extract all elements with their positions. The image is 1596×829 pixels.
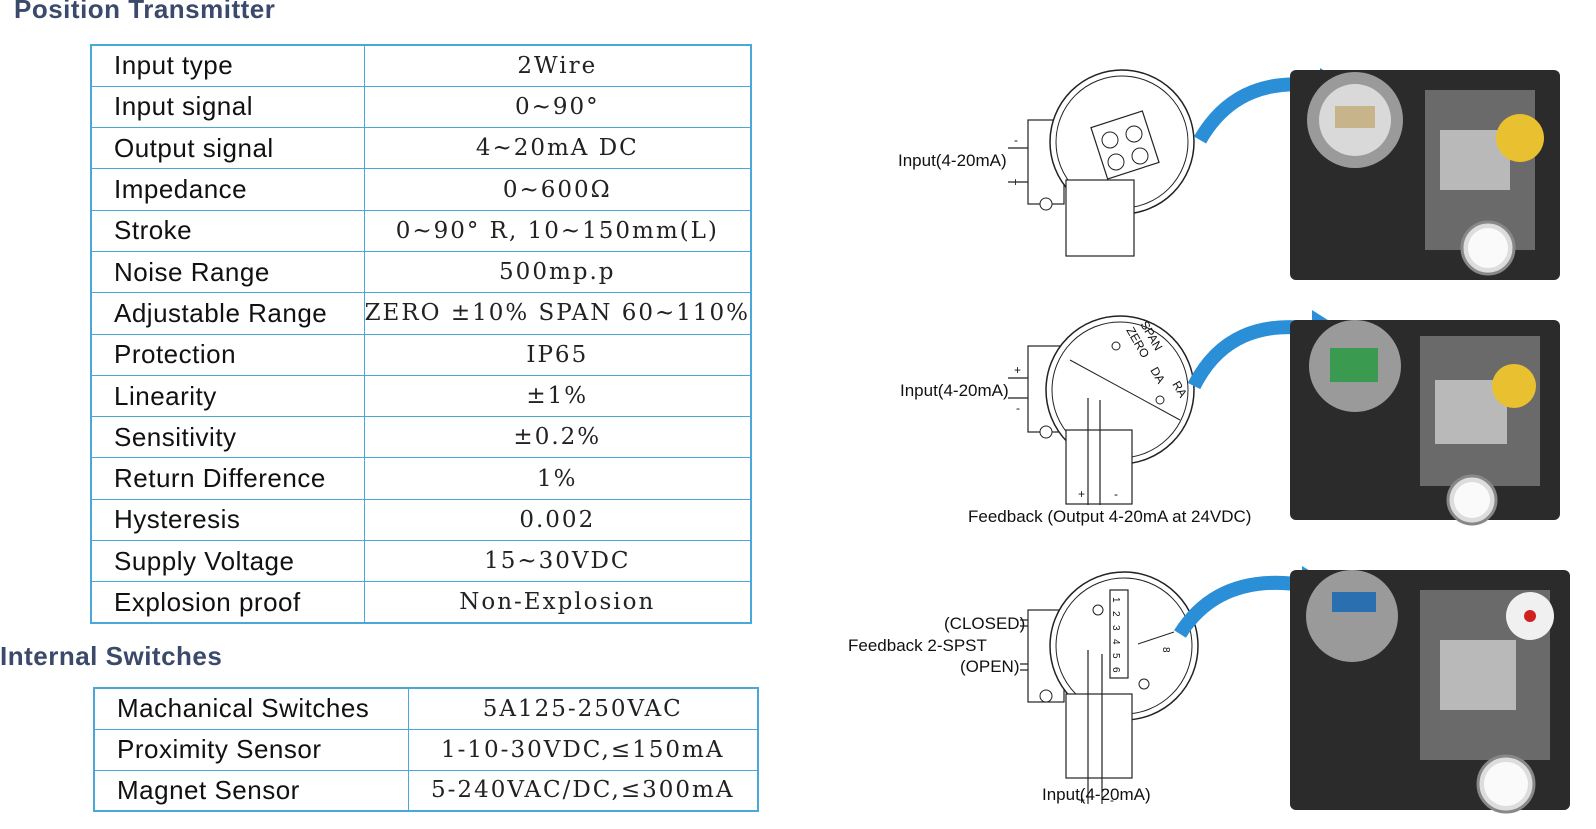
d3-terminal-2: 2: [1110, 611, 1121, 617]
wiring-diagram-3: (CLOSED) Feedback 2-SPST (OPEN) 1 2 3 4 …: [848, 566, 1570, 814]
wiring-diagram-1: Input(4-20mA) - +: [898, 68, 1560, 280]
d2-minus: -: [1016, 401, 1020, 415]
spec-value: IP65: [363, 333, 752, 376]
d3-terminal-6: 6: [1110, 667, 1121, 673]
internal-switches-heading: Internal Switches: [0, 641, 223, 671]
spec-row: Sensitivity±0.2%: [90, 416, 752, 459]
spec-label: Input type: [90, 44, 365, 87]
d3-terminal-4: 4: [1110, 639, 1121, 645]
spec-value: 0~90°: [363, 85, 752, 129]
wiring-diagram-2: Input(4-20mA) + - SPAN ZERO DA RA + - Fe…: [900, 310, 1560, 526]
spec-label: Linearity: [90, 374, 365, 418]
switch-label: Magnet Sensor: [93, 769, 409, 812]
d3-open-label: (OPEN): [960, 657, 1020, 676]
spec-value: ±0.2%: [363, 416, 752, 459]
d2-plus: +: [1014, 363, 1021, 377]
switch-label: Machanical Switches: [93, 687, 409, 730]
spec-label: Noise Range: [90, 250, 365, 294]
position-transmitter-heading: Position Transmitter: [14, 0, 276, 24]
spec-label: Hysteresis: [90, 498, 365, 542]
spec-label: Supply Voltage: [90, 540, 365, 583]
d1-input-label: Input(4-20mA): [898, 151, 1007, 170]
d2-feedback-minus: -: [1114, 487, 1118, 501]
spec-value: 0~600Ω: [363, 168, 752, 211]
spec-label: Input signal: [90, 85, 365, 129]
d3-terminal-3: 3: [1110, 625, 1121, 631]
spec-value: Non-Explosion: [363, 581, 752, 624]
spec-value: 4~20mA DC: [363, 127, 752, 170]
spec-label: Stroke: [90, 209, 365, 252]
spec-value: 0~90° R, 10~150mm(L): [363, 209, 752, 252]
spec-label: Impedance: [90, 168, 365, 211]
d3-terminal-5: 5: [1110, 653, 1121, 659]
spec-value: ZERO ±10% SPAN 60~110%: [363, 292, 752, 335]
d3-feedback-label: Feedback 2-SPST: [848, 636, 987, 655]
d3-plus: +: [1078, 793, 1085, 807]
spec-value: 0.002: [363, 498, 752, 542]
spec-value: 15~30VDC: [363, 540, 752, 583]
switch-value: 5A125-250VAC: [407, 687, 759, 730]
d3-minus: -: [1110, 793, 1114, 807]
spec-label: Sensitivity: [90, 416, 365, 459]
spec-label: Protection: [90, 333, 365, 376]
spec-value: 1%: [363, 457, 752, 500]
spec-label: Return Difference: [90, 457, 365, 500]
spec-label: Output signal: [90, 127, 365, 170]
spec-label: Adjustable Range: [90, 292, 365, 335]
d3-terminal-8: 8: [1160, 647, 1171, 653]
d3-input-label: Input(4-20mA): [1042, 785, 1151, 804]
spec-label: Explosion proof: [90, 581, 365, 624]
spec-value: 500mp.p: [363, 250, 752, 294]
d2-feedback-plus: +: [1078, 487, 1085, 501]
d3-closed-label: (CLOSED): [944, 614, 1025, 633]
switch-value: 5-240VAC/DC,≤300mA: [407, 769, 759, 812]
spec-row: Linearity±1%: [90, 374, 752, 418]
d2-feedback-label: Feedback (Output 4-20mA at 24VDC): [968, 507, 1251, 526]
switch-value: 1-10-30VDC,≤150mA: [407, 728, 759, 771]
d2-input-label: Input(4-20mA): [900, 381, 1009, 400]
d1-minus: -: [1014, 133, 1018, 147]
d3-terminal-1: 1: [1110, 597, 1121, 603]
spec-value: ±1%: [363, 374, 752, 418]
switch-label: Proximity Sensor: [93, 728, 409, 771]
spec-value: 2Wire: [363, 44, 752, 87]
